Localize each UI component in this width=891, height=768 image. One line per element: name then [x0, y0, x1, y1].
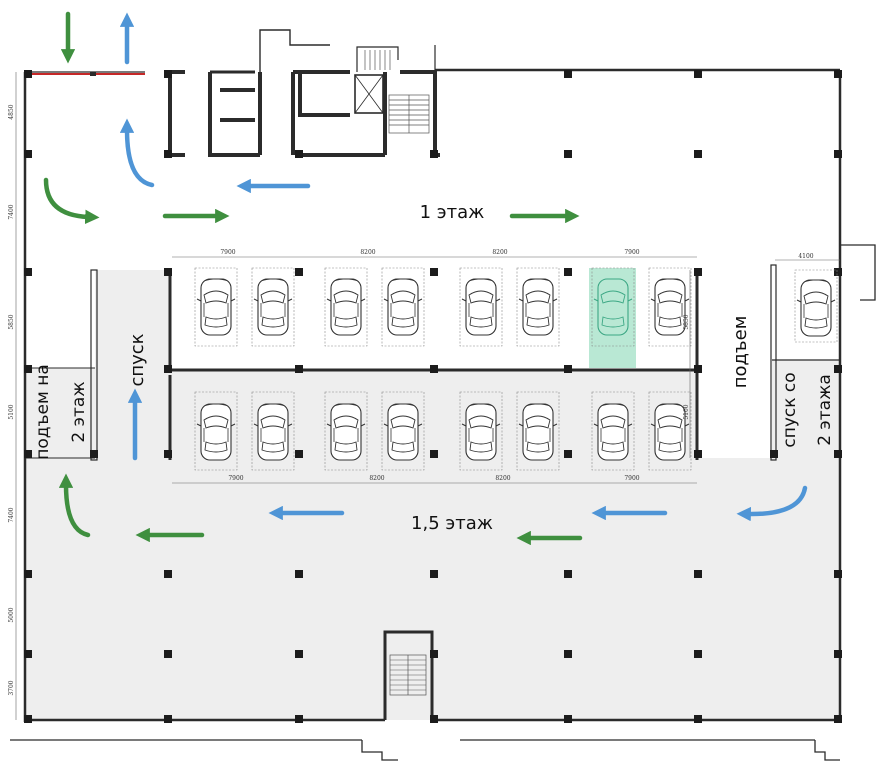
floor-1-label: 1 этаж [420, 202, 485, 223]
dimension-bottom-3: 8200 [495, 475, 510, 482]
stairs-icon [364, 50, 430, 134]
floor-15-area [25, 265, 840, 720]
floor-15-label: 1,5 этаж [411, 513, 493, 534]
outer-walls [10, 68, 876, 761]
dimension-top-2: 8200 [360, 249, 375, 256]
dimension-left-2: 7400 [8, 204, 15, 219]
descent-from-floor-2-label-b: 2 этажа [815, 374, 835, 446]
bottom-stair-core [383, 630, 434, 720]
dimension-inner-right-2: 5100 [683, 404, 690, 419]
dimension-top-1: 7900 [220, 249, 235, 256]
dimension-left-6: 5000 [8, 607, 15, 622]
core-block [168, 29, 440, 157]
dimension-left-5: 7400 [8, 507, 15, 522]
parking-row-top [194, 267, 838, 347]
dimension-bottom-1: 7900 [228, 475, 243, 482]
descent-from-floor-2-label: спуск со [780, 372, 800, 447]
traffic-arrows-blue [119, 12, 808, 522]
dimension-left-1: 4850 [8, 104, 15, 119]
dimension-inner-right-1: 5850 [683, 314, 690, 329]
dimension-right-bay: 4100 [798, 253, 813, 260]
descent-label: спуск [127, 333, 148, 386]
dimension-bottom-2: 8200 [369, 475, 384, 482]
dimension-top-4: 7900 [624, 249, 639, 256]
ascent-to-floor-2-label-b: 2 этаж [69, 381, 89, 442]
ascent-label: подъем [730, 316, 751, 389]
dimension-left-3: 5850 [8, 314, 15, 329]
ascent-to-floor-2-label: подъем на [33, 364, 53, 460]
highlighted-parking-spot[interactable] [589, 268, 636, 368]
dimension-left-7: 3700 [8, 680, 15, 695]
dimension-top-3: 8200 [492, 249, 507, 256]
parking-row-bottom [194, 391, 692, 471]
traffic-arrows-green [43, 11, 583, 546]
dimension-bottom-4: 7900 [624, 475, 639, 482]
columns [24, 70, 842, 723]
dimension-left-4: 5100 [8, 404, 15, 419]
